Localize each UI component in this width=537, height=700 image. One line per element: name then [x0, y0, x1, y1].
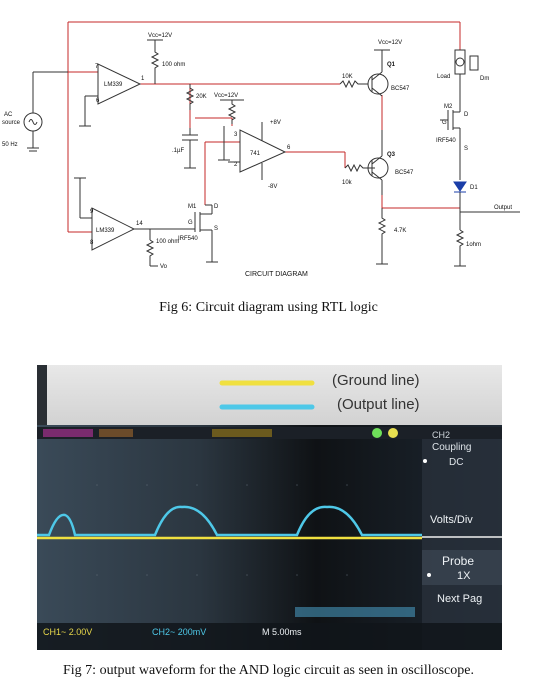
m2-gate-label: G	[442, 120, 447, 126]
resistor-1ohm-label: 1ohm	[466, 242, 481, 248]
plus8v-label: +8V	[270, 120, 281, 126]
pin-6-opamp-label: 6	[287, 145, 291, 151]
coupling-value: DC	[449, 457, 463, 468]
bc547-top-label: BC547	[391, 86, 410, 92]
vcc-right-label: Vcc=12V	[378, 40, 402, 46]
ch2-menu-label: CH2	[432, 430, 450, 440]
oscilloscope-photo: (Ground line) (Output line) CH2 Coupling…	[37, 365, 502, 650]
load-label: Load	[437, 74, 450, 80]
volts-div-label: Volts/Div	[430, 514, 473, 526]
pin-14-label: 14	[136, 221, 143, 227]
vcc-left-label: Vcc=12V	[148, 33, 172, 39]
output-waveform	[37, 505, 422, 537]
fig6-caption: Fig 6: Circuit diagram using RTL logic	[159, 300, 378, 315]
pin-9-label: 9	[90, 209, 94, 215]
resistor-4k7-label: 4.7K	[394, 228, 406, 234]
next-page-label: Next Pag	[437, 593, 482, 605]
comparator-top-label: LM339	[104, 82, 123, 88]
circuit-diagram: Vcc=12V Vcc=12V Vcc=12V LM339 LM339 741 …	[2, 21, 520, 278]
legend-ground-label: (Ground line)	[332, 372, 420, 389]
m1-drain-label: D	[214, 204, 219, 210]
resistor-100-bottom-label: 100 ohm	[156, 239, 179, 245]
m2-label: M2	[444, 104, 453, 110]
irf540-left-label: IRF540	[178, 236, 198, 242]
fig7-caption: Fig 7: output waveform for the AND logic…	[63, 663, 474, 678]
m1-source-label: S	[214, 226, 218, 232]
q1-label: Q1	[387, 62, 396, 68]
resistor-10k-top-label: 10K	[342, 74, 353, 80]
pin-2-label: 2	[234, 162, 238, 168]
resistor-20k-label: 20K	[196, 94, 207, 100]
probe-value: 1X	[457, 570, 471, 582]
comparator-bottom-label: LM339	[96, 228, 115, 234]
m2-drain-label: D	[464, 112, 469, 118]
minus8v-label: -8V	[268, 184, 277, 190]
ac-source-label-1: AC	[4, 112, 13, 118]
irf540-right-label: IRF540	[436, 138, 456, 144]
pin-8-label: 8	[90, 240, 94, 246]
circuit-title: CIRCUIT DIAGRAM	[245, 271, 308, 278]
capacitor-label: .1µF	[172, 148, 184, 154]
legend-output-label: (Output line)	[337, 396, 420, 413]
m1-gate-label: G	[188, 220, 193, 226]
pin-7-label: 7	[95, 64, 99, 70]
ac-source-label-2: source	[2, 120, 21, 126]
pin-3-label: 3	[234, 132, 238, 138]
ac-frequency-label: 50 Hz	[2, 142, 18, 148]
pin-6-label: 6	[96, 98, 100, 104]
m1-label: M1	[188, 204, 197, 210]
resistor-100-top-label: 100 ohm	[162, 62, 185, 68]
m2-source-label: S	[464, 146, 468, 152]
ch2-readout: CH2~ 200mV	[152, 627, 206, 637]
bc547-bottom-label: BC547	[395, 170, 414, 176]
coupling-label: Coupling	[432, 442, 471, 453]
q3-label: Q3	[387, 152, 396, 158]
pin-1-label: 1	[141, 76, 145, 82]
resistor-10k-bottom-label: 10k	[342, 180, 353, 186]
opamp-label: 741	[250, 151, 261, 157]
vcc-mid-label: Vcc=12V	[214, 93, 238, 99]
output-label: Output	[494, 205, 512, 211]
dm-label: Dm	[480, 76, 489, 82]
probe-label: Probe	[442, 554, 474, 568]
timebase-readout: M 5.00ms	[262, 627, 302, 637]
d1-label: D1	[470, 185, 478, 191]
ch1-readout: CH1~ 2.00V	[43, 627, 92, 637]
vo-label: Vo	[160, 264, 168, 270]
